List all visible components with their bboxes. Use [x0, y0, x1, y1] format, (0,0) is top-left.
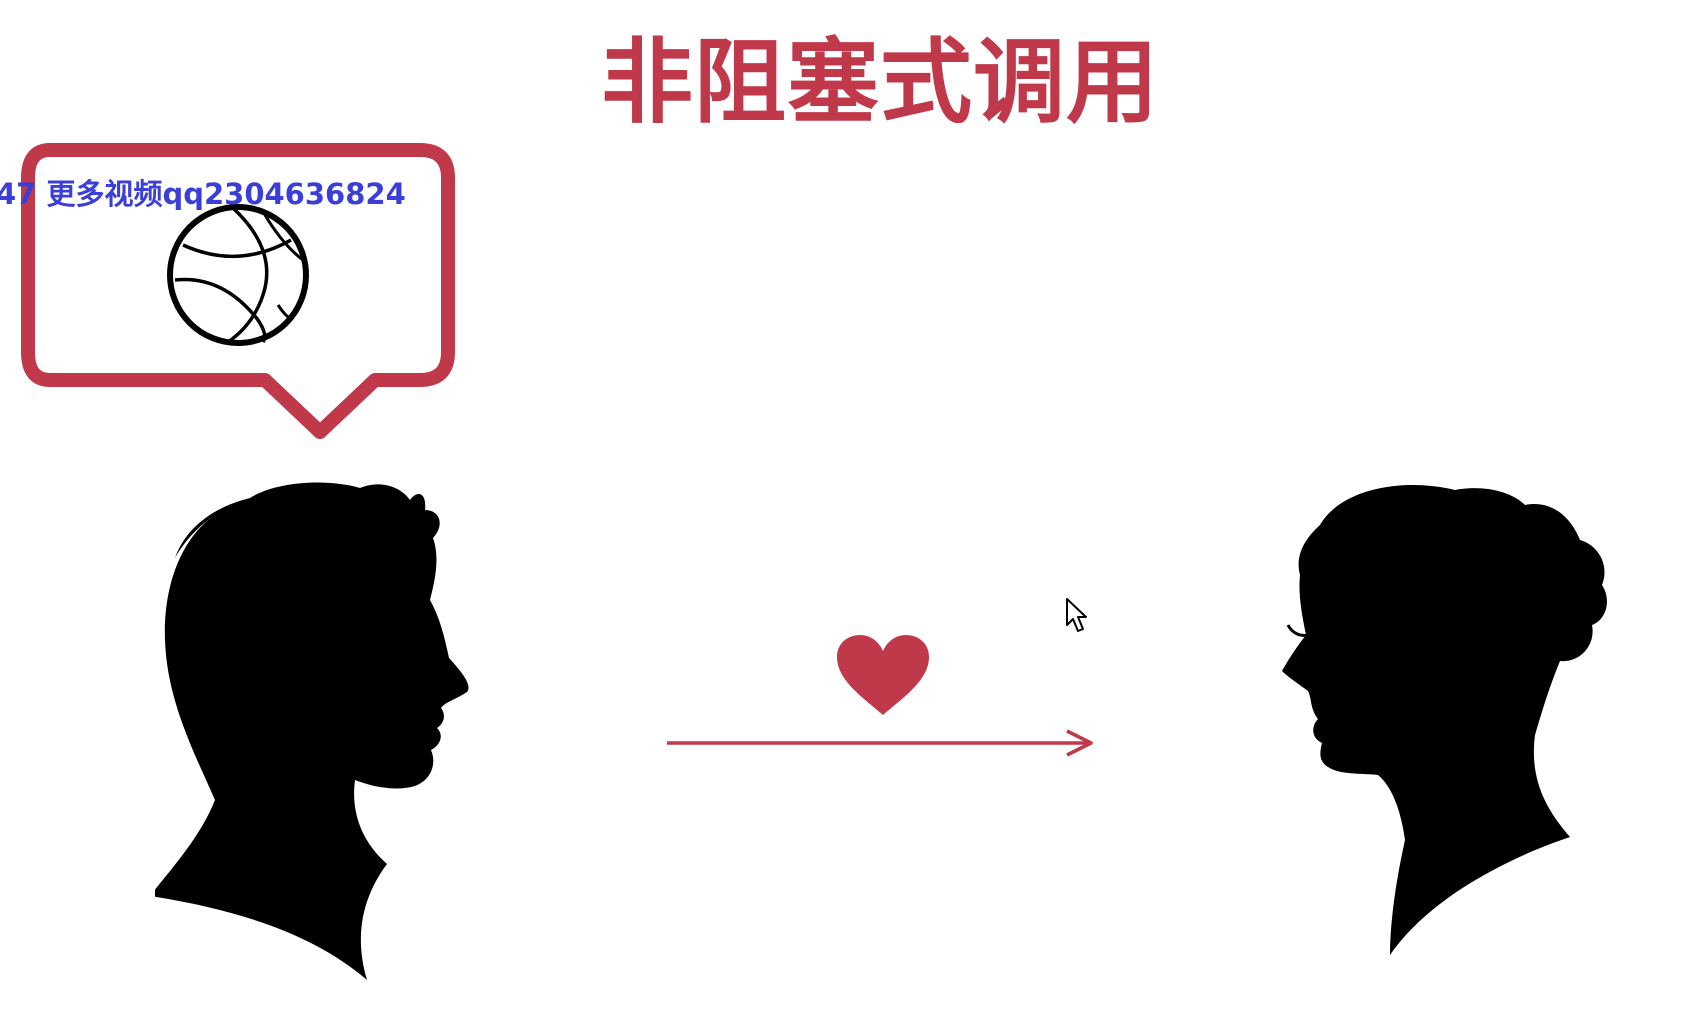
arrow-right-icon	[667, 729, 1093, 757]
mouse-cursor-icon	[1066, 598, 1087, 632]
slide-title: 非阻塞式调用	[600, 29, 1159, 136]
woman-silhouette	[1282, 485, 1607, 955]
heart-icon	[837, 635, 929, 715]
man-silhouette	[155, 482, 469, 980]
basketball-icon	[167, 204, 309, 346]
watermark-text: 47 更多视频qq2304636824	[0, 177, 406, 211]
